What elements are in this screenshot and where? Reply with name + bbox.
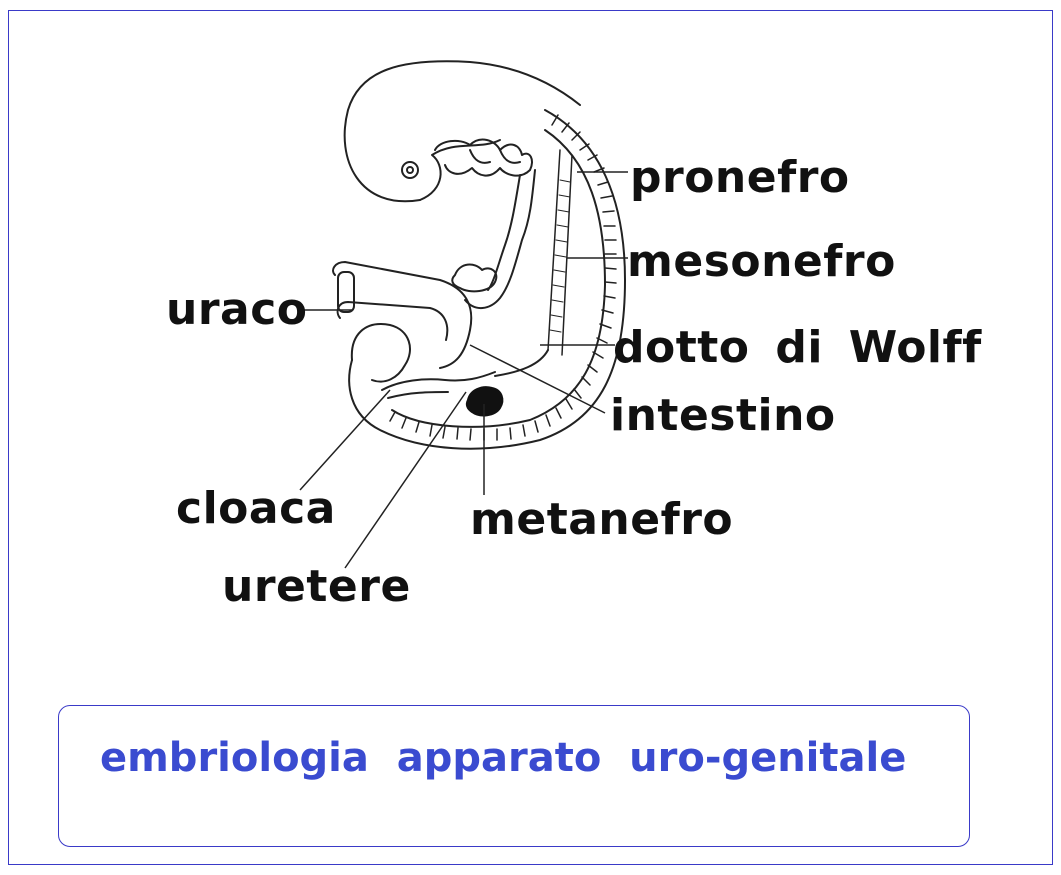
embryo-face-contour xyxy=(419,139,501,201)
label-pronefro: pronefro xyxy=(630,152,850,203)
pharyngeal-region xyxy=(434,138,533,177)
leader-lines xyxy=(298,171,628,569)
label-metanefro: metanefro xyxy=(470,494,734,545)
caption-title: embriologia apparato uro-genitale xyxy=(100,735,907,781)
embryo-head-outline xyxy=(343,60,581,203)
gut-tube xyxy=(464,169,536,309)
label-intestino: intestino xyxy=(610,390,836,441)
leader-intestino xyxy=(469,344,606,414)
mesonephric-tubules xyxy=(549,179,571,333)
label-cloaca: cloaca xyxy=(176,483,336,534)
liver xyxy=(451,263,498,293)
label-dotto-di-wolff: dotto di Wolff xyxy=(613,322,982,373)
mesonephros-column xyxy=(547,149,561,351)
cloaca-region xyxy=(381,371,496,391)
wolffian-duct xyxy=(494,349,549,377)
label-mesonefro: mesonefro xyxy=(627,236,896,287)
label-uraco: uraco xyxy=(166,284,308,335)
embryo-inner-curve xyxy=(391,129,606,428)
somites xyxy=(389,114,617,441)
lower-gut-loop xyxy=(350,323,411,383)
metanephros xyxy=(465,386,504,417)
label-uretere: uretere xyxy=(222,561,411,612)
leader-cloaca xyxy=(299,389,391,491)
allantois-tube xyxy=(332,261,473,369)
caption-box xyxy=(58,705,970,847)
leader-uretere xyxy=(344,391,467,569)
embryo-eye xyxy=(401,161,419,179)
embryo-back-outline xyxy=(348,109,626,450)
